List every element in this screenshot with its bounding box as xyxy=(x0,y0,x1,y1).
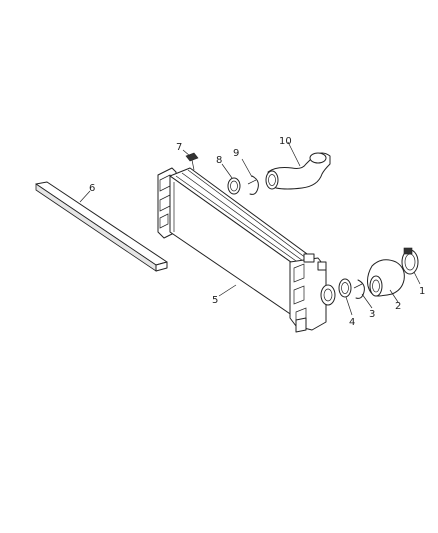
callout-10: 10 xyxy=(279,136,292,147)
callout-9: 9 xyxy=(233,148,239,159)
callout-3: 3 xyxy=(369,309,375,320)
upper-hose-part-10 xyxy=(265,152,331,190)
callout-8: 8 xyxy=(216,155,222,166)
elbow-hose-part-2 xyxy=(367,259,405,297)
callout-2: 2 xyxy=(395,301,401,312)
callout-1: 1 xyxy=(419,286,425,297)
intercooler-part-5 xyxy=(157,167,336,333)
o-ring-part-4 xyxy=(338,278,352,298)
bolt-part-7 xyxy=(185,152,199,171)
seal-strip-part-6 xyxy=(35,181,168,272)
callout-6: 6 xyxy=(89,183,95,194)
callout-7: 7 xyxy=(176,142,182,153)
callout-5: 5 xyxy=(212,295,218,306)
leader-lines xyxy=(79,141,421,316)
clip-part-9 xyxy=(247,175,259,195)
o-ring-part-8 xyxy=(227,177,241,195)
clip-part-3 xyxy=(353,279,365,299)
callout-4: 4 xyxy=(349,317,355,328)
hose-clamp-part-1 xyxy=(401,247,419,275)
